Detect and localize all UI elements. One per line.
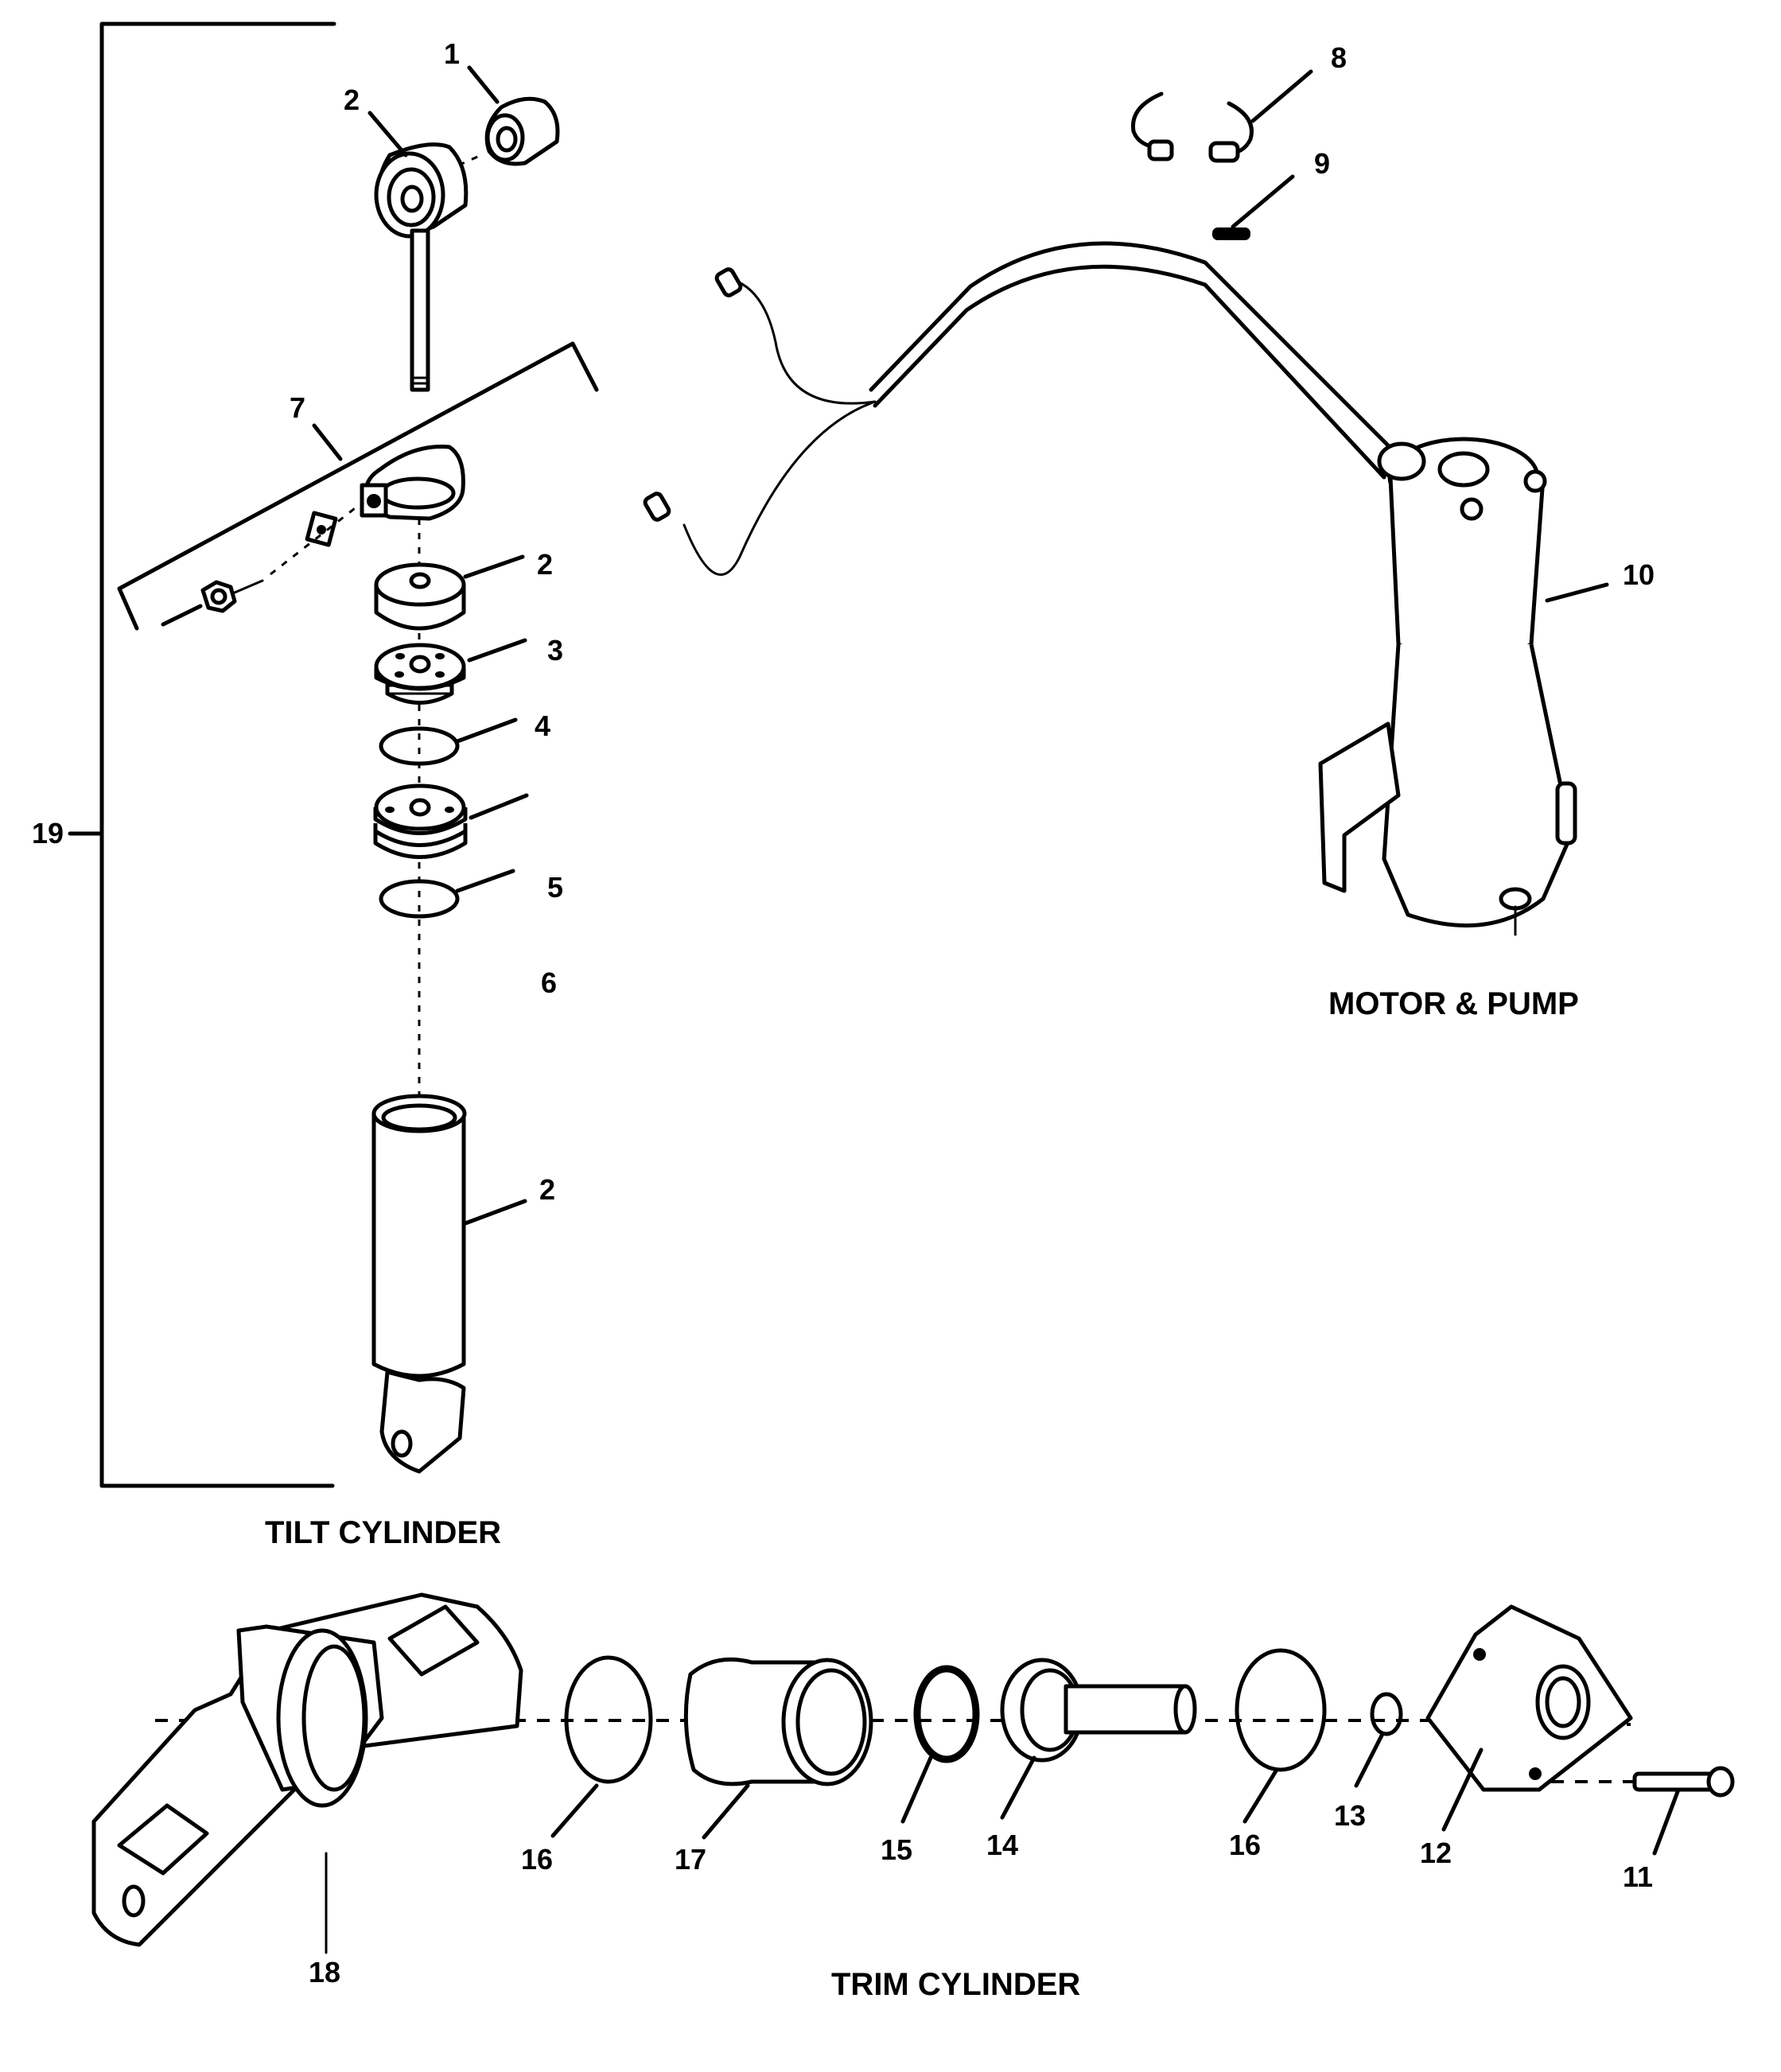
part-3-threaded-plug: [374, 643, 466, 705]
callout-3: 3: [547, 634, 563, 667]
callout-10: 10: [1623, 558, 1655, 591]
callout-9: 9: [1314, 147, 1330, 180]
part-5-piston: [373, 783, 468, 859]
part-7-clamp-group-bracket: [117, 341, 599, 631]
callout-8: 8: [1331, 41, 1347, 74]
part-4-o-ring: [379, 726, 460, 766]
callout-16-left: 16: [521, 1843, 553, 1876]
callout-6: 6: [541, 966, 557, 999]
part-6-o-ring: [379, 879, 460, 919]
callout-19: 19: [32, 817, 64, 849]
clamp: [360, 445, 465, 521]
part-8-harness-clips: [1130, 91, 1254, 163]
part-15-ring: [913, 1665, 980, 1763]
part-12-end-cap: [1425, 1604, 1633, 1792]
callout-15: 15: [881, 1833, 912, 1866]
callout-14: 14: [986, 1829, 1018, 1861]
square-nut: [305, 511, 338, 547]
part-16-o-ring-right: [1235, 1648, 1327, 1772]
part-18-trim-housing: [91, 1592, 523, 1947]
part-9-pin: [1212, 227, 1250, 240]
callout-12: 12: [1420, 1837, 1452, 1869]
part-2-rod-eye: [374, 142, 469, 392]
callout-13: 13: [1334, 1799, 1366, 1832]
part-13-small-o-ring: [1370, 1692, 1403, 1736]
motor-wire-harness: [643, 241, 1398, 576]
tilt-group-bracket: [68, 21, 336, 1488]
part-1-bushing: [484, 96, 560, 166]
clamp-bolt: [200, 579, 264, 613]
callout-11: 11: [1623, 1860, 1653, 1893]
part-17-sleeve: [683, 1657, 873, 1786]
part-14-piston-rod: [1000, 1658, 1197, 1763]
callout-16-right: 16: [1229, 1829, 1261, 1861]
title-tilt-cylinder: TILT CYLINDER: [265, 1515, 501, 1550]
callout-2-body: 2: [539, 1173, 555, 1206]
title-trim-cylinder: TRIM CYLINDER: [831, 1967, 1080, 2002]
part-11-bolt: [1551, 1766, 1735, 1798]
callout-17: 17: [675, 1843, 706, 1876]
title-motor-pump: MOTOR & PUMP: [1328, 986, 1579, 1021]
part-16-o-ring-left: [564, 1655, 653, 1784]
callout-2-top: 2: [344, 84, 360, 116]
callout-2-cap: 2: [537, 548, 553, 581]
callout-18: 18: [309, 1956, 340, 1988]
part-2-cylinder-body: [371, 1094, 467, 1474]
callout-7: 7: [290, 391, 305, 424]
callout-5: 5: [547, 871, 563, 904]
part-2-cap: [374, 562, 466, 631]
callout-4: 4: [535, 709, 550, 742]
callout-1: 1: [444, 37, 460, 70]
part-10-motor-pump: [1318, 437, 1577, 936]
